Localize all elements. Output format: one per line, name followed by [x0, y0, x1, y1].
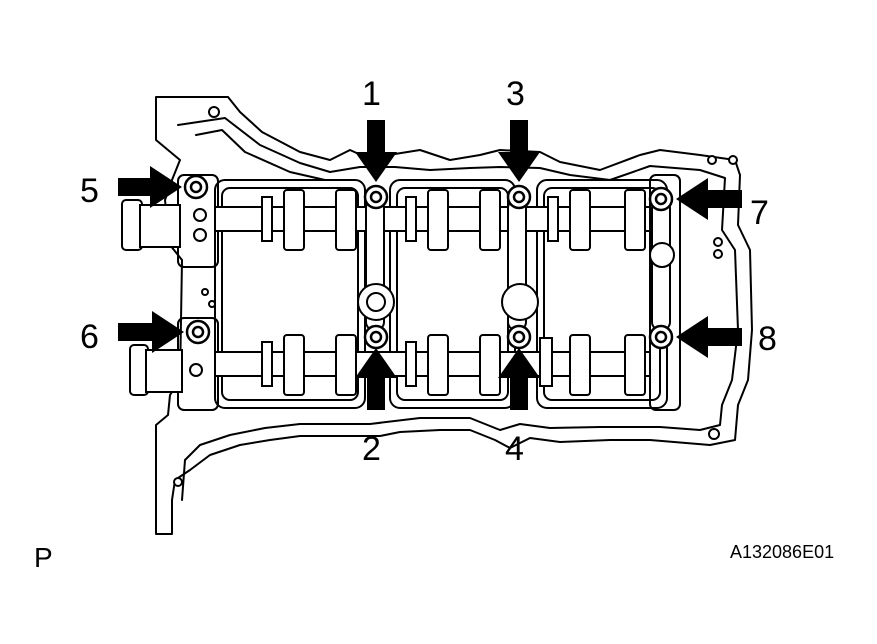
bolt-4: [506, 324, 532, 350]
callout-number-2: 2: [362, 430, 381, 468]
housing-inner-edge-2: [195, 129, 326, 181]
bolt-8: [648, 324, 674, 350]
callout-number-5: 5: [80, 172, 99, 210]
bolt-2: [363, 324, 389, 350]
arrow-2: [355, 348, 397, 410]
callout-number-1: 1: [362, 75, 381, 113]
right-end-plate: [649, 174, 681, 411]
bolt-3: [506, 184, 532, 210]
housing-hole-6: [713, 237, 723, 247]
callout-number-7: 7: [750, 194, 769, 232]
oil-boss-middle: [501, 283, 539, 321]
housing-hole-7: [713, 249, 723, 259]
callout-number-8: 8: [758, 320, 777, 358]
arrow-8: [676, 316, 742, 358]
arrow-1: [355, 120, 397, 182]
arrow-3: [498, 120, 540, 182]
callout-number-3: 3: [506, 75, 525, 113]
bolt-6: [185, 319, 211, 345]
housing-hole-3: [708, 428, 720, 440]
end-plate-hole-1: [193, 208, 207, 222]
bolt-7: [648, 186, 674, 212]
bolt-5: [183, 174, 209, 200]
cam-bay-left-inner: [221, 187, 359, 401]
housing-outline: [155, 96, 753, 535]
callout-number-6: 6: [80, 318, 99, 356]
housing-hole-2: [173, 477, 183, 487]
lower-camshaft: [129, 334, 651, 396]
oil-boss-left-inner: [366, 292, 386, 312]
housing-hole-4: [707, 155, 717, 165]
bolt-1: [363, 184, 389, 210]
end-plate-hole-5: [208, 300, 216, 308]
end-plate-hole-2: [193, 228, 207, 242]
callout-number-4: 4: [505, 430, 524, 468]
housing-hole-5: [728, 155, 738, 165]
arrow-6: [118, 311, 184, 353]
arrow-7: [676, 178, 742, 220]
figure-id: A132086E01: [730, 542, 835, 562]
end-plate-hole-3: [189, 363, 203, 377]
oil-boss-right: [649, 242, 675, 268]
arrow-5: [118, 166, 182, 208]
end-plate-hole-4: [201, 288, 209, 296]
upper-camshaft: [121, 189, 651, 251]
housing-hole-1: [208, 106, 220, 118]
view-letter: P: [34, 542, 53, 573]
arrow-4: [498, 348, 540, 410]
